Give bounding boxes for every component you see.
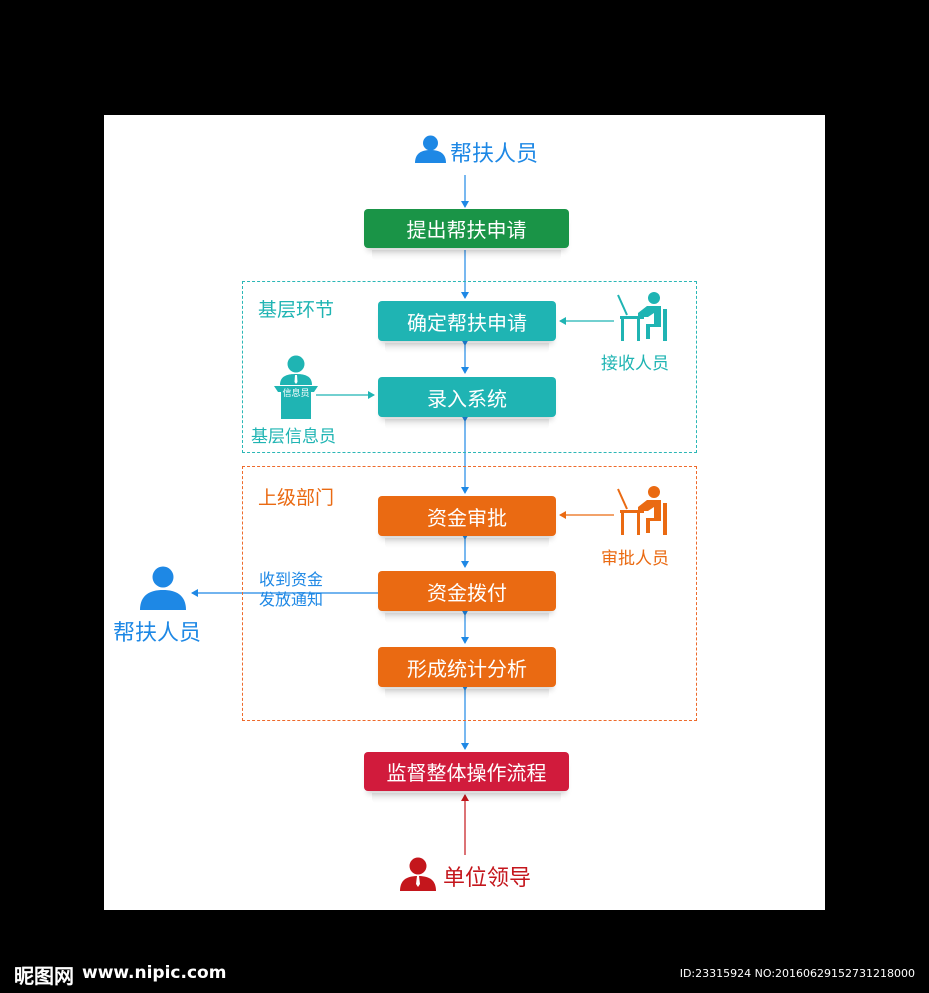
zone-superior-label: 上级部门 xyxy=(258,487,335,509)
footer-site: www.nipic.com xyxy=(82,963,227,983)
step-supervise: 监督整体操作流程 xyxy=(364,752,569,803)
footer-logo: 昵图网 xyxy=(14,964,74,988)
step-disburse: 资金拨付 xyxy=(378,571,556,623)
step-approve: 资金审批 xyxy=(378,496,556,548)
person-left-icon xyxy=(140,566,186,610)
person-icon xyxy=(415,135,446,163)
connector-lines xyxy=(191,175,614,855)
leader-label: 单位领导 xyxy=(443,866,532,891)
info-desk-text: 信息员 xyxy=(282,389,310,399)
zone-grassroots xyxy=(242,281,697,453)
step-entry: 录入系统 xyxy=(378,377,556,429)
notice-text: 收到资金 发放通知 xyxy=(259,570,323,610)
receiver-desk-icon xyxy=(614,291,670,345)
step-confirm: 确定帮扶申请 xyxy=(378,301,556,353)
leader-icon xyxy=(400,857,436,891)
info-clerk-icon xyxy=(274,355,318,421)
approver-label: 审批人员 xyxy=(601,549,669,569)
receiver-label: 接收人员 xyxy=(601,354,669,374)
person-left-label: 帮扶人员 xyxy=(113,621,202,646)
zone-superior xyxy=(242,466,697,721)
footer-id: ID:23315924 NO:20160629152731218000 xyxy=(679,967,915,980)
person-top-label: 帮扶人员 xyxy=(450,142,539,167)
info-clerk-label: 基层信息员 xyxy=(251,427,336,447)
step-analysis: 形成统计分析 xyxy=(378,647,556,699)
step-submit: 提出帮扶申请 xyxy=(364,209,569,260)
diagram-panel: 基层环节 上级部门 帮扶人员 提出帮扶申请 确定帮扶申请 录入系统 资金审批 资… xyxy=(104,115,825,910)
approver-desk-icon xyxy=(614,485,670,539)
notice-line-2: 发放通知 xyxy=(259,590,324,609)
zone-grassroots-label: 基层环节 xyxy=(258,299,335,321)
notice-line-1: 收到资金 xyxy=(259,570,324,589)
